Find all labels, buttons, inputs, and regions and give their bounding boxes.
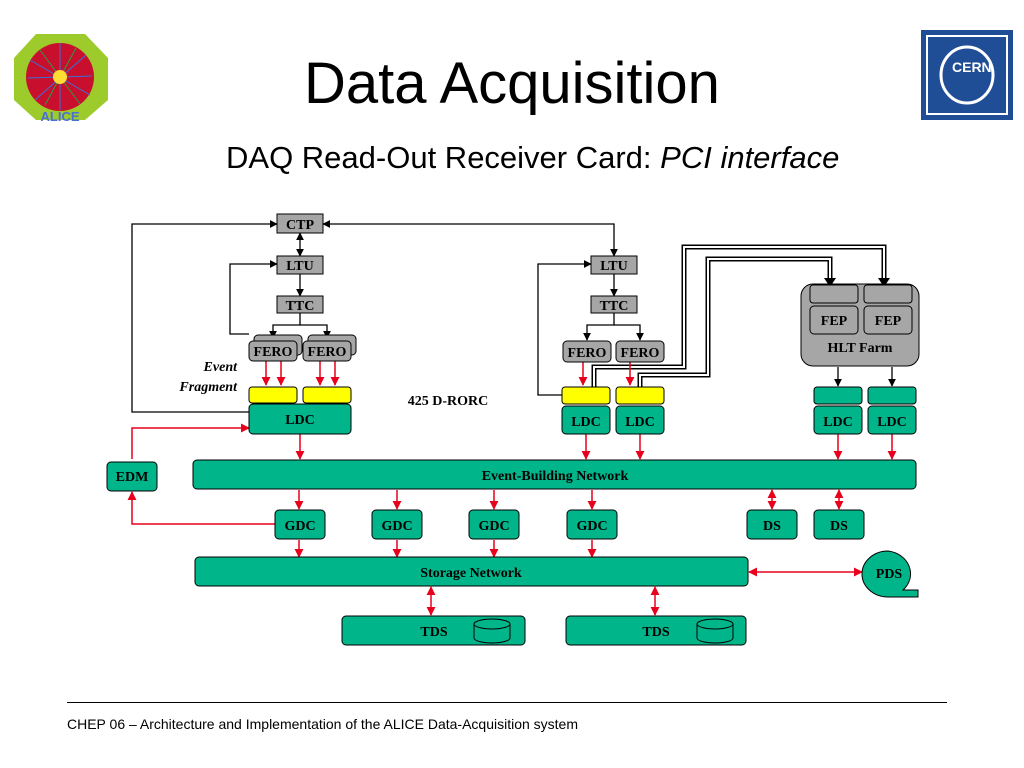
fero-label: FERO (621, 346, 660, 361)
tds-box-2: TDS (565, 615, 747, 646)
ttc-label: TTC (286, 299, 315, 314)
ldc-label: LDC (625, 415, 655, 430)
ltu-label: LTU (286, 259, 314, 274)
gdc-label: GDC (576, 519, 607, 534)
tds-label: TDS (420, 625, 447, 640)
drorc-card (615, 386, 665, 405)
ds-box-2: DS (813, 509, 865, 540)
ttc-label: TTC (600, 299, 629, 314)
drorc-card (302, 386, 352, 404)
disk-icon (473, 618, 511, 644)
gdc-label: GDC (284, 519, 315, 534)
gdc-label: GDC (478, 519, 509, 534)
cern-logo: CERN (921, 30, 1013, 120)
pds-box: PDS (861, 550, 919, 598)
fero-box-left-2: FERO (302, 334, 357, 362)
event-building-network: Event-Building Network (192, 459, 917, 490)
ldc-box-r3: LDC (813, 405, 863, 435)
ldc-box-left: LDC (248, 403, 352, 435)
ldc-box-r2: LDC (615, 405, 665, 435)
drorc-count-label: 425 D-RORC (408, 394, 489, 409)
fep-label: FEP (821, 314, 848, 329)
ebn-label: Event-Building Network (482, 469, 629, 484)
footer-text: CHEP 06 – Architecture and Implementatio… (67, 716, 578, 732)
subtitle-text: DAQ Read-Out Receiver Card: (226, 140, 661, 175)
ds-label: DS (830, 519, 848, 534)
ttc-box-right: TTC (590, 295, 638, 314)
edm-box: EDM (106, 461, 158, 492)
fero-label: FERO (254, 345, 293, 360)
drorc-card (561, 386, 611, 405)
ltu-label: LTU (600, 259, 628, 274)
hlt-farm-label: HLT Farm (828, 341, 893, 356)
ds-label: DS (763, 519, 781, 534)
edm-label: EDM (116, 470, 149, 485)
event-fragment-label-2: Fragment (178, 380, 238, 395)
ds-box-1: DS (746, 509, 798, 540)
ldc-box-r1: LDC (561, 405, 611, 435)
storage-network: Storage Network (194, 556, 749, 587)
ldc-label: LDC (823, 415, 853, 430)
ltu-box-left: LTU (276, 255, 324, 275)
footer-divider (67, 702, 947, 703)
gdc-box-3: GDC (468, 509, 520, 540)
gdc-box-2: GDC (371, 509, 423, 540)
fep-box-2 (863, 305, 913, 335)
fero-label: FERO (568, 346, 607, 361)
slide-subtitle: DAQ Read-Out Receiver Card: PCI interfac… (226, 140, 839, 176)
fep-box-1 (809, 305, 859, 335)
ldc-box-r4: LDC (867, 405, 917, 435)
ctp-box: CTP (276, 213, 324, 234)
fero-box-right-1: FERO (562, 340, 612, 363)
drorc-card (867, 386, 917, 405)
ldc-label: LDC (571, 415, 601, 430)
ltu-box-right: LTU (590, 255, 638, 275)
ldc-label: LDC (877, 415, 907, 430)
ldc-label: LDC (285, 413, 315, 428)
disk-icon (696, 618, 734, 644)
ctp-label: CTP (286, 218, 314, 233)
drorc-card (813, 386, 863, 405)
gdc-label: GDC (381, 519, 412, 534)
cern-logo-text: CERN (952, 59, 992, 75)
drorc-card (248, 386, 298, 404)
alice-logo: ALICE (14, 34, 108, 124)
alice-logo-text: ALICE (41, 109, 80, 124)
gdc-box-4: GDC (566, 509, 618, 540)
fero-box-right-2: FERO (615, 340, 665, 363)
event-fragment-label-1: Event (203, 360, 239, 375)
subtitle-italic: PCI interface (660, 140, 840, 175)
fero-box-left-1: FERO (248, 334, 303, 362)
tds-label: TDS (642, 625, 669, 640)
hlt-farm: FEP FEP HLT Farm (800, 283, 920, 367)
slide-title: Data Acquisition (304, 51, 720, 116)
ttc-box-left: TTC (276, 295, 324, 314)
gdc-box-1: GDC (274, 509, 326, 540)
fero-label: FERO (308, 345, 347, 360)
pds-label: PDS (876, 567, 903, 582)
tds-box-1: TDS (341, 615, 526, 646)
storage-label: Storage Network (420, 566, 522, 581)
fep-label: FEP (875, 314, 902, 329)
